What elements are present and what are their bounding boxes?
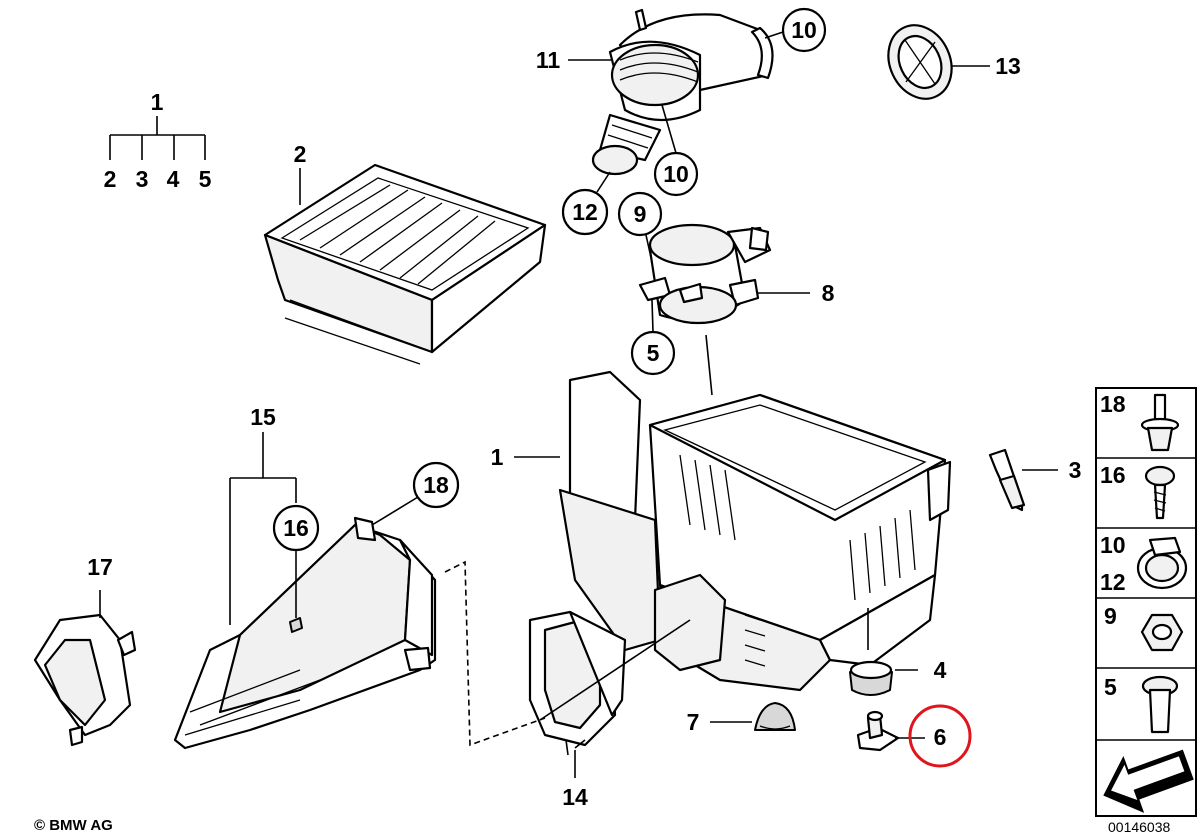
label-8: 8 [822, 280, 835, 306]
air-filter-element [263, 163, 547, 365]
label-4-sub: 4 [167, 166, 180, 192]
panel-label-9: 9 [1104, 603, 1117, 629]
nut-icon [1140, 613, 1184, 652]
grommet [887, 24, 953, 100]
side-cover [33, 613, 137, 747]
label-5-sub: 5 [199, 166, 212, 192]
hardware-panel: 18 16 10 12 9 5 [1095, 387, 1197, 817]
label-16: 16 [283, 515, 309, 541]
push-rivet-icon [1140, 393, 1180, 452]
air-duct [173, 516, 437, 750]
label-18: 18 [423, 472, 449, 498]
label-9: 9 [634, 201, 647, 227]
label-15: 15 [250, 404, 276, 430]
label-13: 13 [995, 53, 1021, 79]
label-4: 4 [934, 657, 947, 683]
air-filter-housing [558, 370, 952, 692]
highlight-circle-6 [908, 704, 972, 768]
clip-nut [856, 710, 900, 752]
callout-10-top [781, 7, 827, 53]
legend-group-1: 1 2 3 4 5 [104, 89, 212, 192]
cap [754, 702, 796, 731]
panel-label-10: 10 [1100, 532, 1126, 558]
bolt-icon [1141, 675, 1179, 734]
intake-snorkel [528, 610, 627, 756]
screw-icon [1144, 465, 1176, 520]
label-2-sub: 2 [104, 166, 117, 192]
label-10-mid: 10 [663, 161, 689, 187]
label-14: 14 [562, 784, 588, 810]
label-7: 7 [687, 709, 700, 735]
copyright-text: © BMW AG [34, 817, 113, 834]
mass-air-flow-sensor [638, 223, 772, 396]
panel-label-16: 16 [1100, 462, 1126, 488]
panel-label-18: 18 [1100, 391, 1126, 417]
label-10-top: 10 [791, 17, 817, 43]
label-6: 6 [934, 724, 947, 750]
direction-arrow-icon [1103, 749, 1194, 813]
hose-clamp-icon [1136, 536, 1188, 590]
intake-boot [591, 8, 774, 176]
label-3: 3 [1069, 457, 1082, 483]
panel-label-12: 12 [1100, 569, 1126, 595]
clip [988, 448, 1026, 512]
label-12: 12 [572, 199, 598, 225]
rubber-mount [849, 660, 893, 696]
label-1: 1 [491, 444, 504, 470]
label-5-circle: 5 [647, 340, 660, 366]
label-2: 2 [294, 141, 307, 167]
label-17: 17 [87, 554, 113, 580]
document-number: 00146038 [1108, 819, 1171, 835]
panel-label-5: 5 [1104, 674, 1117, 700]
label-11: 11 [536, 47, 561, 73]
label-3-sub: 3 [136, 166, 149, 192]
label-1-group: 1 [151, 89, 164, 115]
